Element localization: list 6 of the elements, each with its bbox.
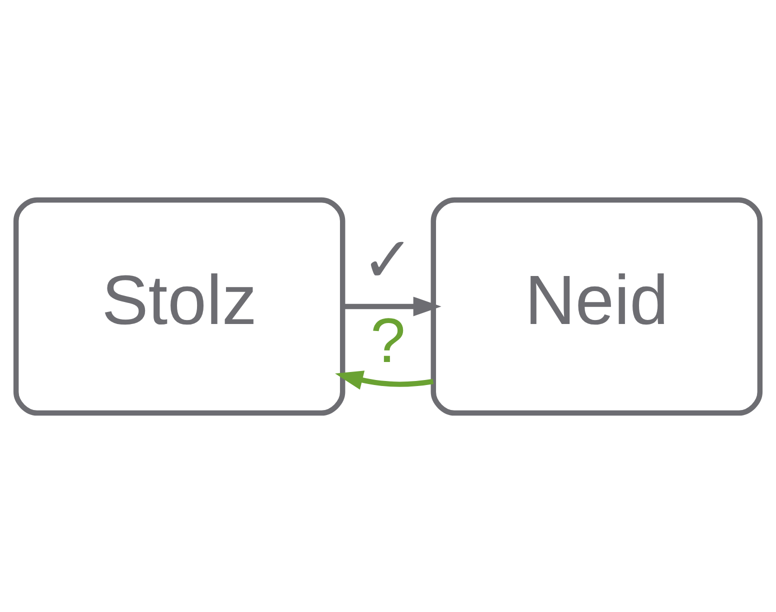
edge-label: ✓ — [362, 225, 414, 296]
node-box: Neid — [430, 196, 763, 416]
arrow — [343, 296, 442, 316]
node-box: Stolz — [13, 196, 346, 416]
edge-label: ? — [370, 306, 406, 376]
arrow — [335, 370, 434, 390]
